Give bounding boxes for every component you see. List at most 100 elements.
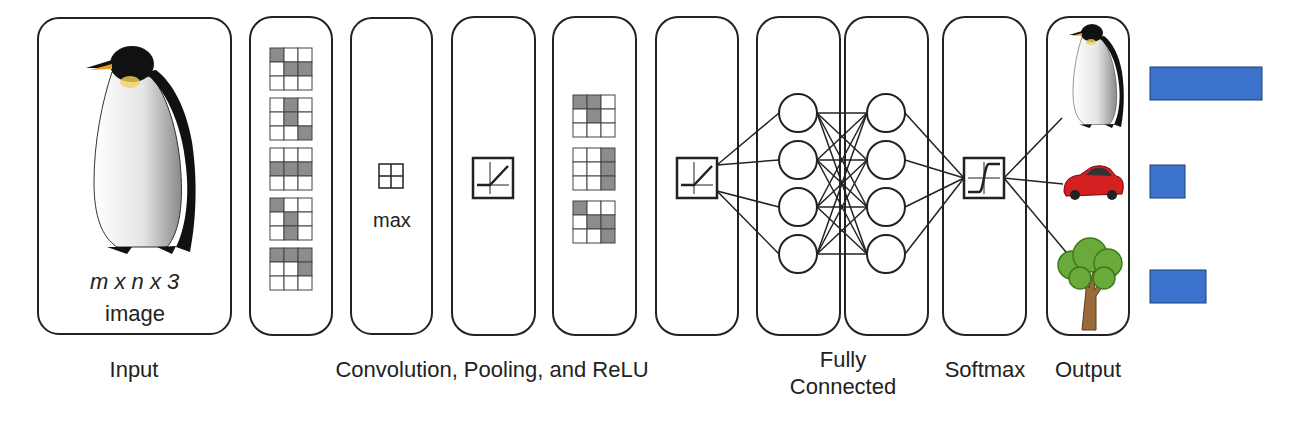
filter-cell xyxy=(284,98,298,112)
connection-line xyxy=(717,191,779,207)
filter-cell xyxy=(298,98,312,112)
filter-cell xyxy=(298,276,312,290)
neuron xyxy=(867,235,905,273)
stage-label: Convolution, Pooling, and ReLU xyxy=(292,356,692,383)
filter-cell xyxy=(284,112,298,126)
connection-line xyxy=(905,178,964,254)
filter-cell xyxy=(573,229,587,243)
filter-cell xyxy=(284,48,298,62)
filter-cell xyxy=(270,62,284,76)
filter-cell xyxy=(601,148,615,162)
filter-cell xyxy=(284,148,298,162)
filter-cell xyxy=(270,226,284,240)
connection-line xyxy=(905,160,964,178)
input-box: m x n x 3 image xyxy=(37,17,232,335)
filter-cell xyxy=(298,176,312,190)
filter-cell xyxy=(298,62,312,76)
filter-cell xyxy=(270,112,284,126)
filter-cell xyxy=(298,248,312,262)
connection-line xyxy=(817,113,867,160)
neuron xyxy=(779,188,817,226)
filter-cell xyxy=(601,162,615,176)
connection-line xyxy=(817,113,867,207)
neuron xyxy=(867,94,905,132)
filter-cell xyxy=(601,109,615,123)
filter-cell xyxy=(284,76,298,90)
filter-cell xyxy=(573,176,587,190)
filter-cell xyxy=(270,98,284,112)
filter-cell xyxy=(587,162,601,176)
filter-cell xyxy=(298,262,312,276)
filter-cell xyxy=(284,226,298,240)
filter-cell xyxy=(587,215,601,229)
connection-line xyxy=(817,160,867,254)
connection-line xyxy=(1004,118,1062,178)
filter-cell xyxy=(587,95,601,109)
neuron xyxy=(779,141,817,179)
filter-cell xyxy=(573,148,587,162)
connection-line xyxy=(717,113,779,165)
filter-cell xyxy=(270,276,284,290)
filter-cell xyxy=(601,176,615,190)
filter-cell xyxy=(284,262,298,276)
filter-cell xyxy=(573,201,587,215)
filter-cell xyxy=(270,126,284,140)
filter-cell xyxy=(587,148,601,162)
filter-cell xyxy=(270,76,284,90)
filter-cell xyxy=(601,95,615,109)
pooling-box: max xyxy=(350,17,433,335)
filter-cell xyxy=(587,123,601,137)
filter-cell xyxy=(587,201,601,215)
connection-line xyxy=(717,160,779,165)
connection-line xyxy=(717,191,779,254)
connection-line xyxy=(817,253,867,255)
neuron xyxy=(867,141,905,179)
filter-cell xyxy=(284,62,298,76)
filter-cell xyxy=(284,248,298,262)
filter-cell xyxy=(298,112,312,126)
connection-line xyxy=(1004,178,1063,184)
connection-line xyxy=(1004,178,1066,252)
filter-cell xyxy=(270,248,284,262)
neuron xyxy=(779,235,817,273)
filter-cell xyxy=(298,198,312,212)
filter-cell xyxy=(284,126,298,140)
neuron xyxy=(867,188,905,226)
stage-label: Input xyxy=(74,356,194,383)
filter-cell xyxy=(298,76,312,90)
filter-cell xyxy=(587,176,601,190)
node-text: max xyxy=(373,209,411,232)
filter-cell xyxy=(573,109,587,123)
filter-cell xyxy=(270,198,284,212)
filter-cell xyxy=(298,148,312,162)
filter-cell xyxy=(270,162,284,176)
connection-line xyxy=(817,207,867,254)
filter-cell xyxy=(284,162,298,176)
filter-cell xyxy=(298,162,312,176)
node-text: m x n x 3 xyxy=(90,269,179,295)
filter-cell xyxy=(587,109,601,123)
connection-line xyxy=(817,113,867,207)
stage-label: Output xyxy=(1038,356,1138,383)
filter-cell xyxy=(284,212,298,226)
filter-cell xyxy=(298,226,312,240)
filter-cell xyxy=(573,215,587,229)
filter-cell xyxy=(298,212,312,226)
filter-cell xyxy=(270,262,284,276)
filter-cell xyxy=(284,198,298,212)
filter-cell xyxy=(601,229,615,243)
stage-label: Fully Connected xyxy=(783,346,903,400)
node-text: image xyxy=(105,301,165,327)
filter-cell xyxy=(284,276,298,290)
filter-cell xyxy=(601,201,615,215)
filter-cell xyxy=(270,212,284,226)
filter-cell xyxy=(284,176,298,190)
filter-cell xyxy=(298,126,312,140)
connection-line xyxy=(817,112,867,114)
filter-cell xyxy=(270,148,284,162)
connection-line xyxy=(817,113,867,254)
filter-cell xyxy=(601,123,615,137)
connection-line xyxy=(817,160,867,254)
neuron xyxy=(779,94,817,132)
filter-cell xyxy=(270,48,284,62)
